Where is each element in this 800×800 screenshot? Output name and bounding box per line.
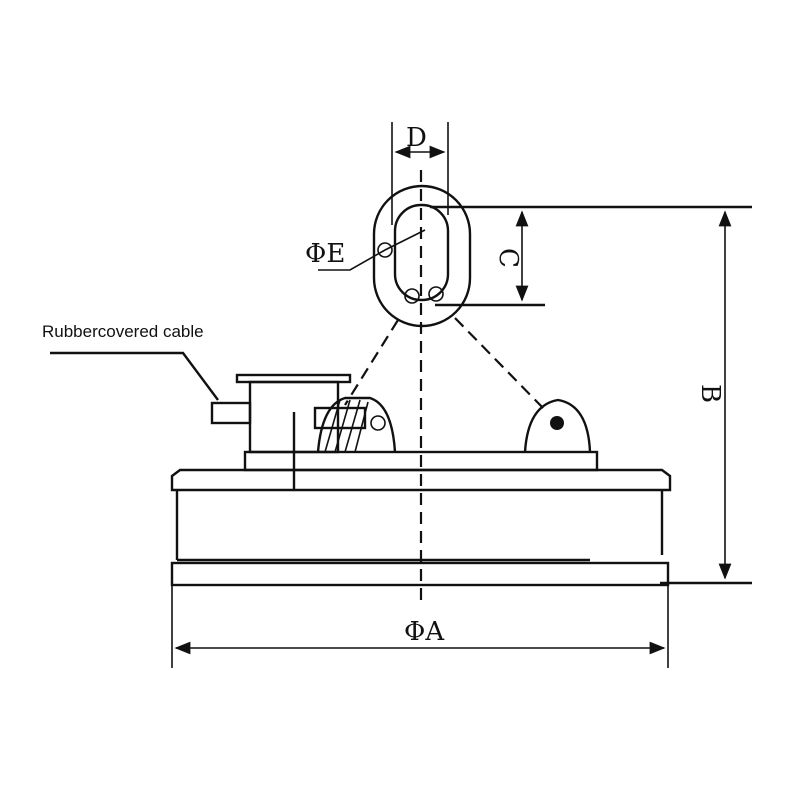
cable-leader <box>50 351 219 401</box>
dim-e-leader <box>318 229 426 271</box>
chain-right <box>454 317 546 411</box>
dim-e-label: ΦE <box>305 239 345 269</box>
right-lug-pin <box>550 416 564 430</box>
coil-windings <box>324 399 369 453</box>
dim-a-label: ΦA <box>404 617 445 647</box>
dim-c-label: C <box>493 248 523 268</box>
dim-b-label: B <box>695 384 725 403</box>
dim-d-label: D <box>406 123 427 153</box>
bottom-plate <box>170 561 670 587</box>
cable-gland <box>210 401 252 425</box>
right-lug <box>523 398 592 453</box>
coil-hub <box>313 406 367 430</box>
shackle-pin-right <box>428 286 444 302</box>
cable-label: Rubbercovered cable <box>42 322 204 341</box>
left-lug <box>316 396 397 453</box>
left-lug-pin <box>370 415 386 431</box>
dim-e-circle <box>377 242 393 258</box>
lifting-ring-inner <box>393 203 450 302</box>
chain-left <box>344 319 399 406</box>
shackle-pin-left <box>404 288 420 304</box>
top-flange <box>170 468 672 492</box>
